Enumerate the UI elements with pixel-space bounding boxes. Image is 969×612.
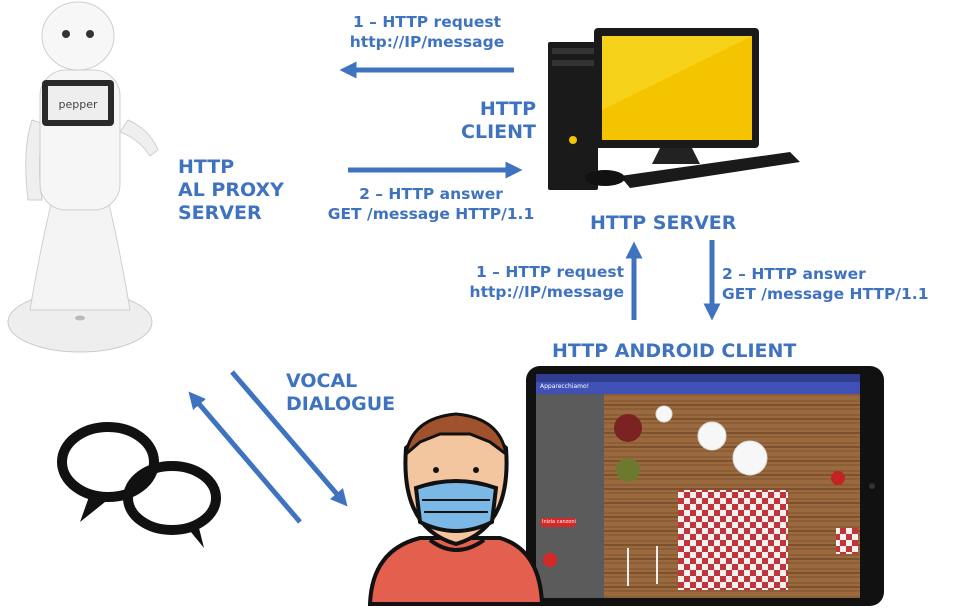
proxy-server-line-2: AL PROXY bbox=[178, 179, 284, 201]
top-answer-line-2: GET /message HTTP/1.1 bbox=[327, 205, 535, 223]
arrow-vocal-down bbox=[230, 370, 348, 507]
label-top-answer: 2 – HTTP answer GET /message HTTP/1.1 bbox=[316, 184, 546, 224]
http-client-line-1: HTTP bbox=[479, 98, 536, 120]
right-request-line-2: http://IP/message bbox=[469, 283, 624, 301]
label-proxy-server: HTTP AL PROXY SERVER bbox=[178, 156, 284, 225]
proxy-server-line-1: HTTP bbox=[178, 156, 235, 178]
pepper-robot-icon: pepper bbox=[7, 1, 159, 353]
speech-bubbles-icon bbox=[57, 422, 221, 548]
http-client-line-2: CLIENT bbox=[461, 121, 536, 143]
label-android-client: HTTP ANDROID CLIENT bbox=[552, 340, 797, 362]
arrow-vocal-up bbox=[188, 391, 302, 524]
label-http-server: HTTP SERVER bbox=[590, 212, 737, 234]
right-answer-line-2: GET /message HTTP/1.1 bbox=[722, 285, 929, 303]
label-http-client: HTTP CLIENT bbox=[430, 98, 536, 144]
desktop-computer-icon bbox=[548, 28, 800, 190]
vocal-dialogue-line-1: VOCAL bbox=[286, 370, 358, 392]
pepper-screen-label: pepper bbox=[58, 98, 97, 111]
top-request-line-1: 1 – HTTP request bbox=[353, 13, 501, 31]
masked-person-icon bbox=[367, 412, 545, 606]
label-top-request: 1 – HTTP request http://IP/message bbox=[340, 12, 514, 52]
tablet-start-button[interactable]: Inizia canzoni bbox=[542, 519, 576, 525]
tablet-app-title: Apparecchiamo! bbox=[540, 383, 590, 390]
right-answer-line-1: 2 – HTTP answer bbox=[722, 265, 866, 283]
top-request-line-2: http://IP/message bbox=[349, 33, 505, 51]
top-answer-line-1: 2 – HTTP answer bbox=[359, 185, 503, 203]
label-right-answer: 2 – HTTP answer GET /message HTTP/1.1 bbox=[722, 264, 928, 304]
label-vocal-dialogue: VOCAL DIALOGUE bbox=[286, 370, 395, 416]
proxy-server-line-3: SERVER bbox=[178, 202, 262, 224]
android-tablet-icon bbox=[526, 366, 884, 606]
vocal-dialogue-line-2: DIALOGUE bbox=[286, 393, 396, 415]
arrows bbox=[188, 61, 721, 524]
right-request-line-1: 1 – HTTP request bbox=[476, 263, 624, 281]
label-right-request: 1 – HTTP request http://IP/message bbox=[436, 262, 624, 302]
